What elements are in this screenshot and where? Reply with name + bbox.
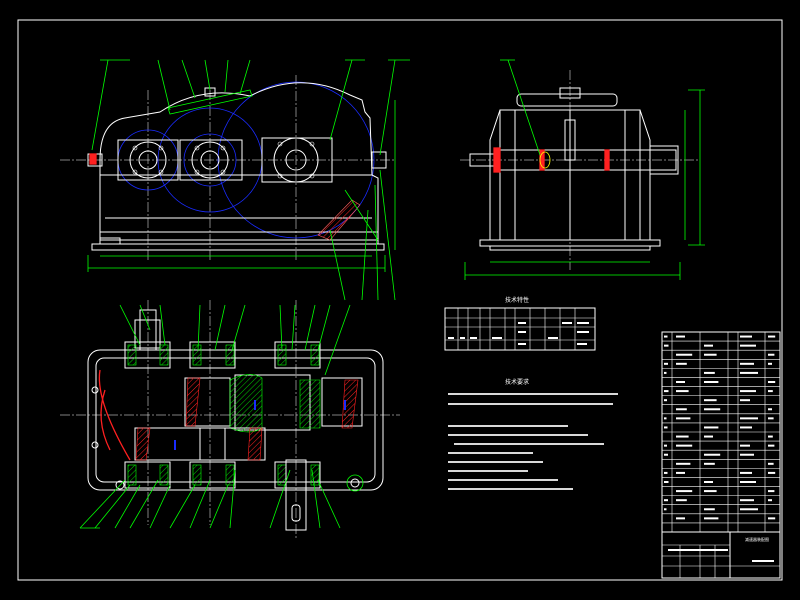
parts-cell-mark — [676, 435, 689, 438]
parts-cell-mark — [704, 371, 715, 374]
parts-cell-mark — [740, 426, 752, 429]
parts-cell-mark — [740, 399, 750, 402]
parts-cell-mark — [676, 462, 691, 465]
parts-cell-mark — [740, 371, 758, 374]
parts-cell-mark — [740, 444, 750, 447]
parts-cell-mark — [740, 417, 758, 420]
parts-cell-mark — [704, 426, 719, 429]
parts-cell-mark — [664, 399, 667, 402]
parts-cell-mark — [664, 371, 667, 374]
parts-cell-mark — [676, 490, 693, 493]
parts-cell-mark — [664, 471, 668, 474]
parts-cell-mark — [704, 399, 717, 402]
parts-cell-mark — [740, 499, 754, 502]
parts-cell-mark — [676, 499, 687, 502]
drawing-title: 减速器装配图 — [745, 536, 769, 542]
parts-cell-mark — [768, 353, 775, 356]
parts-cell-mark — [704, 508, 715, 511]
output-shaft — [285, 459, 307, 531]
parts-cell-mark — [664, 508, 667, 511]
parts-cell-mark — [676, 471, 685, 474]
parts-cell-mark — [664, 444, 667, 447]
front-view — [60, 59, 410, 301]
parts-cell-mark — [740, 335, 752, 338]
parts-cell-mark — [664, 362, 668, 365]
parts-cell-mark — [676, 390, 689, 393]
parts-cell-mark — [768, 435, 773, 438]
parts-cell-mark — [676, 381, 685, 383]
parts-cell-mark — [704, 453, 721, 456]
parts-cell-mark — [740, 471, 752, 474]
title-block: 减速器装配图 — [661, 531, 781, 579]
parts-cell-mark — [664, 426, 668, 429]
parts-cell-mark — [664, 453, 668, 456]
parts-cell-mark — [768, 517, 776, 520]
parts-cell-mark — [768, 381, 776, 383]
parts-cell-mark — [676, 335, 685, 338]
parts-cell-mark — [740, 453, 754, 456]
parts-cell-mark — [704, 517, 719, 520]
parts-cell-mark — [664, 417, 667, 420]
parts-cell-mark — [768, 335, 776, 338]
parts-cell-mark — [740, 362, 754, 365]
parts-cell-mark — [768, 390, 773, 393]
tech-requirements-heading: 技术要求 — [505, 378, 529, 386]
parts-cell-mark — [740, 344, 756, 347]
specs-table: 技术特性 — [444, 296, 596, 351]
parts-list — [661, 331, 781, 533]
parts-cell-mark — [768, 462, 774, 465]
parts-cell-mark — [740, 508, 758, 511]
parts-cell-mark — [768, 408, 772, 411]
gear-circle-large — [217, 81, 375, 239]
parts-cell-mark — [676, 444, 693, 447]
parts-cell-mark — [704, 435, 713, 438]
parts-cell-mark — [704, 344, 713, 347]
parts-cell-mark — [768, 490, 775, 493]
parts-cell-mark — [676, 353, 693, 356]
parts-cell-mark — [704, 381, 719, 383]
parts-cell-mark — [704, 490, 717, 493]
parts-cell-mark — [664, 499, 668, 502]
parts-cell-mark — [768, 444, 775, 447]
parts-cell-mark — [676, 417, 691, 420]
output-shaft-end — [371, 151, 387, 169]
parts-cell-mark — [664, 481, 669, 483]
parts-cell-mark — [768, 417, 774, 420]
drawing-border — [17, 19, 783, 581]
parts-cell-mark — [676, 408, 687, 411]
parts-cell-mark — [768, 471, 776, 474]
parts-cell-mark — [740, 481, 756, 483]
parts-cell-mark — [704, 462, 715, 465]
parts-cell-mark — [664, 335, 668, 338]
parts-cell-mark — [664, 390, 669, 393]
housing-outline — [99, 82, 379, 241]
parts-cell-mark — [676, 362, 687, 365]
top-section-view — [60, 300, 400, 540]
parts-cell-mark — [704, 353, 717, 356]
parts-cell-mark — [664, 344, 669, 347]
side-view — [460, 59, 705, 280]
parts-cell-mark — [768, 362, 772, 365]
parts-cell-mark — [740, 390, 756, 393]
parts-cell-mark — [676, 517, 685, 520]
technical-requirements: 技术要求 — [448, 378, 618, 490]
parts-cell-mark — [768, 499, 772, 502]
specs-table-title: 技术特性 — [505, 296, 529, 304]
parts-cell-mark — [704, 408, 721, 411]
parts-cell-mark — [704, 481, 713, 483]
